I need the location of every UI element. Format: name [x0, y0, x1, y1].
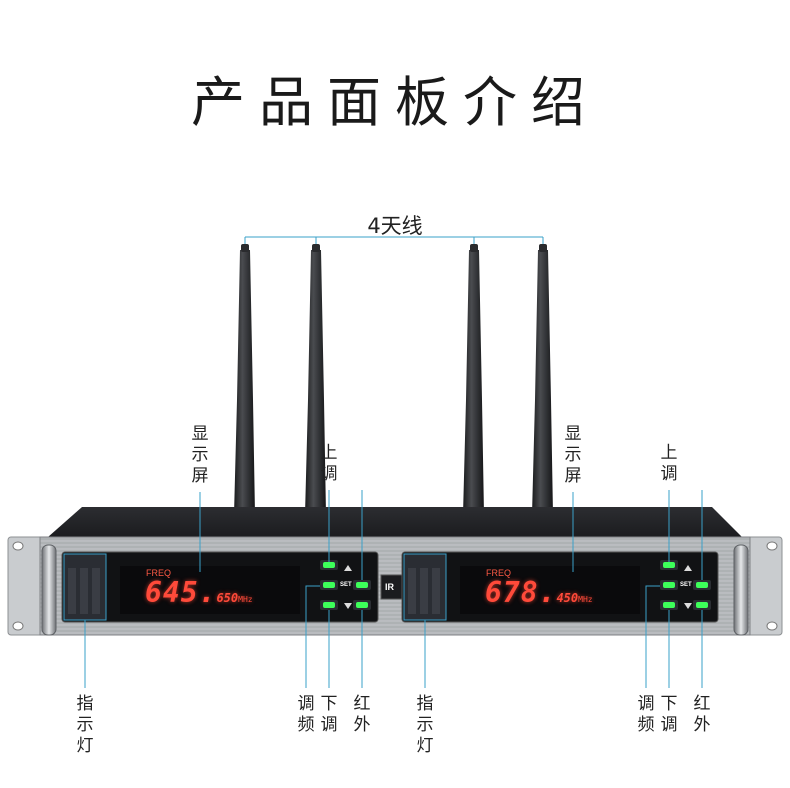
right-freq-unit: MHz: [578, 595, 593, 604]
antenna-bracket: [244, 236, 544, 250]
right-set-label: SET: [680, 582, 692, 588]
right-freq-main: 678.: [485, 576, 557, 609]
chassis-top: [48, 507, 742, 537]
right-freq-decimal: 450: [556, 591, 579, 605]
antenna-4: [532, 244, 553, 515]
left-freq-adjust-label: 调频: [297, 694, 315, 735]
right-up-label: 上调: [660, 443, 678, 484]
right-freq-adjust-label: 调频: [637, 694, 655, 735]
leader-lines: [84, 490, 703, 688]
page-title: 产品面板介绍: [191, 71, 599, 134]
left-indicator-leds: [68, 568, 100, 614]
right-buttons: [660, 560, 711, 610]
antenna-3: [463, 244, 484, 515]
left-frequency-readout: 645.650MHz: [145, 576, 253, 609]
right-frequency-readout: 678.450MHz: [485, 576, 593, 609]
left-lcd: [120, 566, 300, 614]
left-infrared-label: 红外: [353, 694, 371, 735]
right-indicator-label: 指示灯: [416, 694, 434, 756]
right-infrared-label: 红外: [693, 694, 711, 735]
left-down-label: 下调: [320, 694, 338, 735]
left-freq-main: 645.: [145, 576, 217, 609]
left-indicator-label: 指示灯: [76, 694, 94, 756]
rack-ear-right: [741, 536, 783, 636]
right-display-label: 显示屏: [564, 424, 582, 486]
left-freq-tag: FREQ: [146, 568, 172, 578]
left-buttons: [320, 560, 371, 610]
antenna-count-label: 4天线: [367, 214, 423, 238]
left-freq-unit: MHz: [238, 595, 253, 604]
antenna-1: [234, 244, 255, 515]
ir-label: IR: [385, 582, 394, 592]
left-freq-decimal: 650: [216, 591, 239, 605]
right-lcd: [460, 566, 640, 614]
right-freq-tag: FREQ: [486, 568, 512, 578]
left-up-label: 上调: [320, 443, 338, 484]
antenna-2: [305, 244, 326, 515]
handle-left: [41, 544, 57, 636]
left-display-label: 显示屏: [191, 424, 209, 486]
right-indicator-leds: [408, 568, 440, 614]
left-set-label: SET: [340, 582, 352, 588]
right-down-label: 下调: [660, 694, 678, 735]
handle-right: [733, 544, 749, 636]
